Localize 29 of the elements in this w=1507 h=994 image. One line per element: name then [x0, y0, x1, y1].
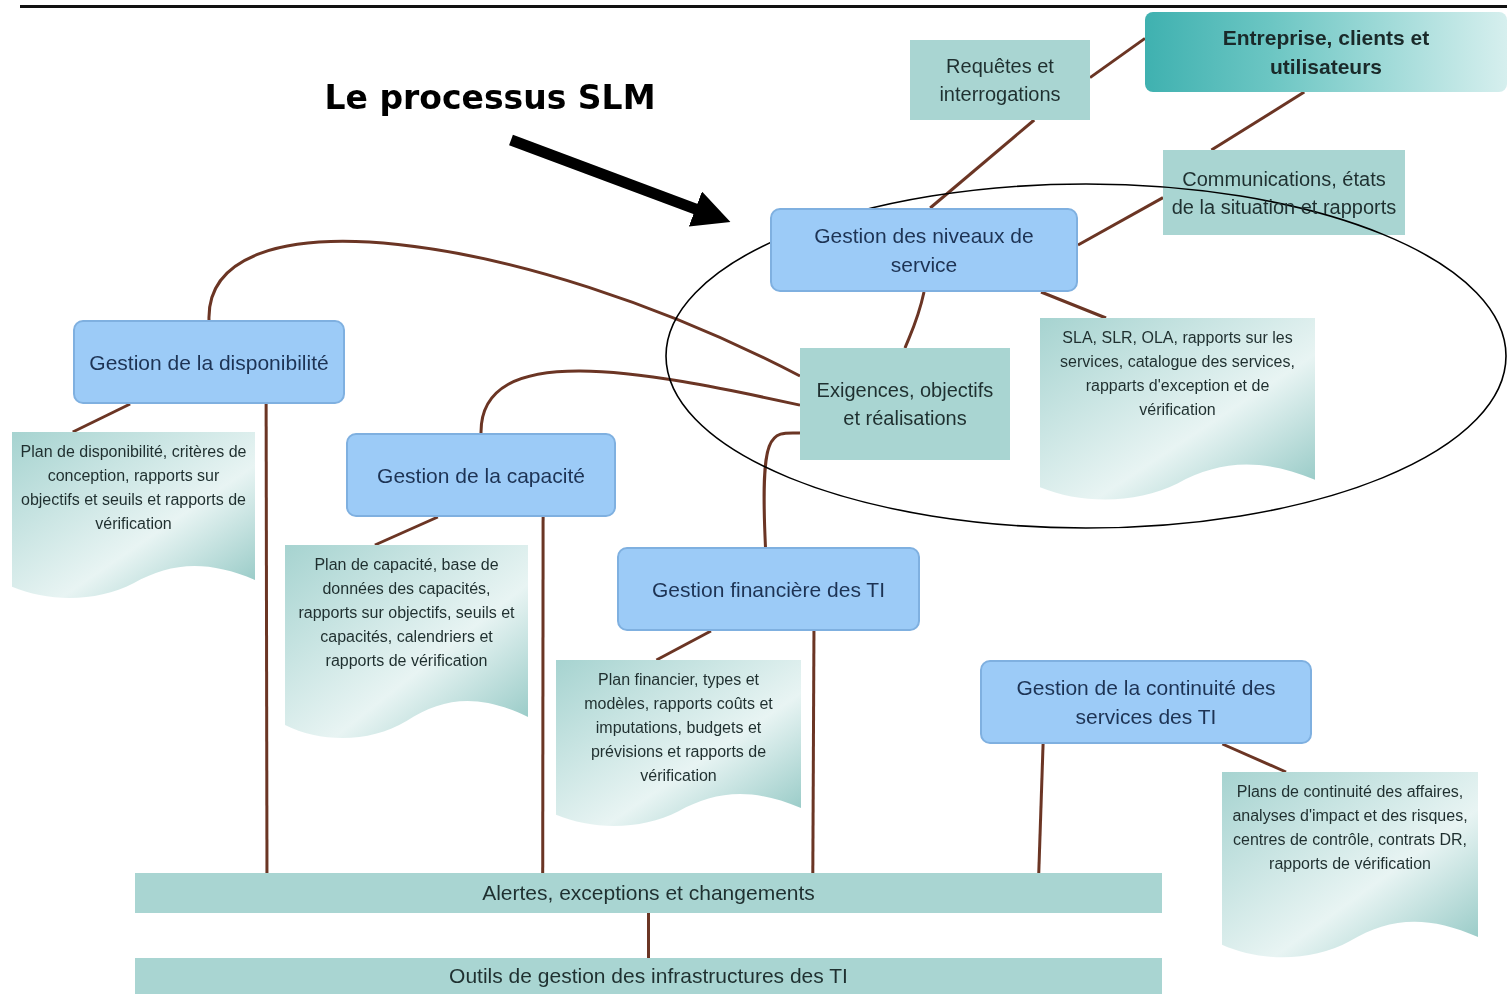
arrow: [509, 134, 731, 227]
connector-line: [811, 631, 816, 873]
band-box: Outils de gestion des infrastructures des TI: [135, 958, 1162, 994]
connector-line: [479, 369, 801, 434]
connector-line: [264, 404, 269, 873]
connector-line: [1221, 742, 1287, 774]
connector-line: [374, 515, 439, 547]
caption-text: Le processus SLM: [280, 72, 700, 122]
connector-line: [1089, 37, 1146, 79]
connector-line: [1040, 290, 1107, 320]
connector-line: [541, 517, 545, 873]
band-box: Alertes, exceptions et changements: [135, 873, 1162, 913]
connector-line: [655, 629, 712, 662]
connector-line: [929, 118, 1036, 210]
process-box: Gestion des niveaux de service: [770, 208, 1078, 292]
info-box: Requêtes et interrogations: [910, 40, 1090, 120]
connector-line: [207, 240, 801, 378]
connector-line: [72, 402, 131, 434]
connector-line: [647, 913, 650, 958]
info-box: Exigences, objectifs et réalisations: [800, 348, 1010, 460]
process-box: Gestion financière des TI: [617, 547, 920, 631]
process-box: Gestion de la disponibilité: [73, 320, 345, 404]
process-box: Gestion de la capacité: [346, 433, 616, 517]
connector-line: [903, 291, 926, 349]
connector-line: [1037, 743, 1045, 874]
stakeholder-box: Entreprise, clients et utilisateurs: [1145, 12, 1507, 92]
process-box: Gestion de la continuité des services des TI: [980, 660, 1312, 744]
connector-line: [1210, 90, 1306, 152]
connector-line: [762, 431, 801, 548]
